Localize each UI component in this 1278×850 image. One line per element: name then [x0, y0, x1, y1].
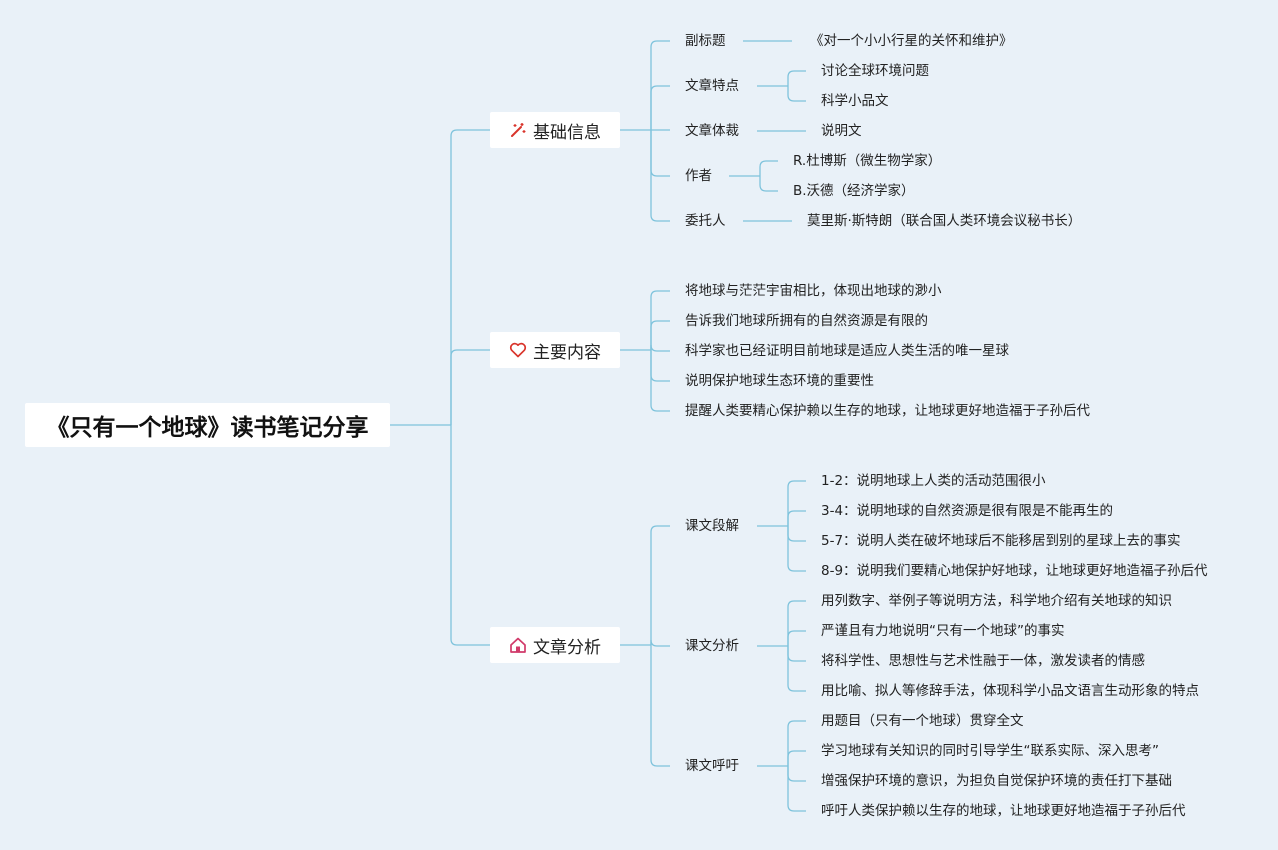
connector-line — [787, 766, 806, 782]
feature-item: 讨论全球环境问题 — [821, 63, 929, 79]
connector-line — [787, 86, 806, 102]
connector-line — [650, 40, 670, 130]
analysis-item: 严谨且有力地说明“只有一个地球”的事实 — [821, 623, 1065, 639]
author-item: B.沃德（经济学家） — [793, 183, 915, 199]
connector-line — [787, 70, 806, 86]
content-item: 提醒人类要精心保护赖以生存的地球，让地球更好地造福于子孙后代 — [685, 403, 1090, 419]
connector-line — [650, 320, 670, 350]
connector-line — [650, 645, 670, 767]
section-label-appeal: 课文呼吁 — [685, 758, 739, 774]
features-label: 文章特点 — [685, 78, 739, 94]
node-basic-info-label: 基础信息 — [533, 122, 601, 143]
section-label-analysis: 课文分析 — [685, 638, 739, 654]
connector-line — [787, 646, 806, 662]
node-basic-info[interactable]: 基础信息 — [490, 112, 620, 148]
appeal-item: 用题目（只有一个地球）贯穿全文 — [821, 713, 1024, 729]
subtitle-value: 《对一个小小行星的关怀和维护》 — [810, 33, 1013, 49]
appeal-item: 学习地球有关知识的同时引导学生“联系实际、深入思考” — [821, 743, 1159, 759]
content-item: 告诉我们地球所拥有的自然资源是有限的 — [685, 313, 928, 329]
genre-value: 说明文 — [821, 123, 862, 139]
client-value: 莫里斯·斯特朗（联合国人类环境会议秘书长） — [807, 213, 1082, 229]
client-label: 委托人 — [685, 213, 726, 229]
root-node[interactable]: 《只有一个地球》读书笔记分享 — [25, 403, 390, 447]
connector-line — [787, 480, 806, 526]
connector-line — [650, 639, 670, 647]
analysis-item: 用列数字、举例子等说明方法，科学地介绍有关地球的知识 — [821, 593, 1172, 609]
connector-line — [787, 630, 806, 646]
paragraph-item: 8-9：说明我们要精心地保护好地球，让地球更好地造福子孙后代 — [821, 563, 1208, 579]
author-item: R.杜博斯（微生物学家） — [793, 153, 942, 169]
connector-line — [450, 349, 490, 425]
connector-line — [787, 600, 806, 646]
paragraph-item: 5-7：说明人类在破坏地球后不能移居到别的星球上去的事实 — [821, 533, 1181, 549]
connector-line — [787, 526, 806, 572]
magic-wand-icon — [511, 123, 526, 137]
connector-line — [650, 85, 670, 130]
feature-item: 科学小品文 — [821, 93, 889, 109]
node-article-analysis-label: 文章分析 — [533, 637, 601, 658]
connector-line — [650, 130, 670, 177]
content-item: 说明保护地球生态环境的重要性 — [685, 373, 874, 389]
node-main-content[interactable]: 主要内容 — [490, 332, 620, 368]
connector-line — [787, 526, 806, 542]
house-icon — [510, 637, 526, 653]
appeal-item: 呼吁人类保护赖以生存的地球，让地球更好地造福于子孙后代 — [821, 803, 1186, 819]
connector-line — [787, 750, 806, 766]
connector-line — [787, 510, 806, 526]
genre-label: 文章体裁 — [685, 123, 739, 139]
connector-line — [650, 290, 670, 350]
node-main-content-label: 主要内容 — [533, 342, 601, 363]
section-label-paragraphs: 课文段解 — [685, 518, 739, 534]
connector-line — [650, 525, 670, 645]
appeal-item: 增强保护环境的意识，为担负自觉保护环境的责任打下基础 — [821, 773, 1172, 789]
content-item: 将地球与茫茫宇宙相比，体现出地球的渺小 — [685, 283, 942, 299]
connector-line — [650, 350, 670, 382]
connector-line — [759, 160, 778, 176]
heart-icon — [509, 342, 527, 358]
author-label: 作者 — [685, 168, 712, 184]
analysis-item: 将科学性、思想性与艺术性融于一体，激发读者的情感 — [821, 653, 1145, 669]
analysis-item: 用比喻、拟人等修辞手法，体现科学小品文语言生动形象的特点 — [821, 683, 1199, 699]
subtitle-label: 副标题 — [685, 33, 726, 49]
connector-line — [650, 344, 670, 352]
connector-line — [650, 130, 670, 222]
paragraph-item: 1-2：说明地球上人类的活动范围很小 — [821, 473, 1046, 489]
content-item: 科学家也已经证明目前地球是适应人类生活的唯一星球 — [685, 343, 1009, 359]
connector-line — [450, 425, 490, 646]
paragraph-item: 3-4：说明地球的自然资源是很有限是不能再生的 — [821, 503, 1114, 519]
connector-line — [787, 646, 806, 692]
connector-line — [450, 129, 490, 425]
node-article-analysis[interactable]: 文章分析 — [490, 627, 620, 663]
connector-line — [787, 720, 806, 766]
connector-line — [650, 350, 670, 412]
connector-line — [787, 766, 806, 812]
connector-line — [759, 176, 778, 192]
